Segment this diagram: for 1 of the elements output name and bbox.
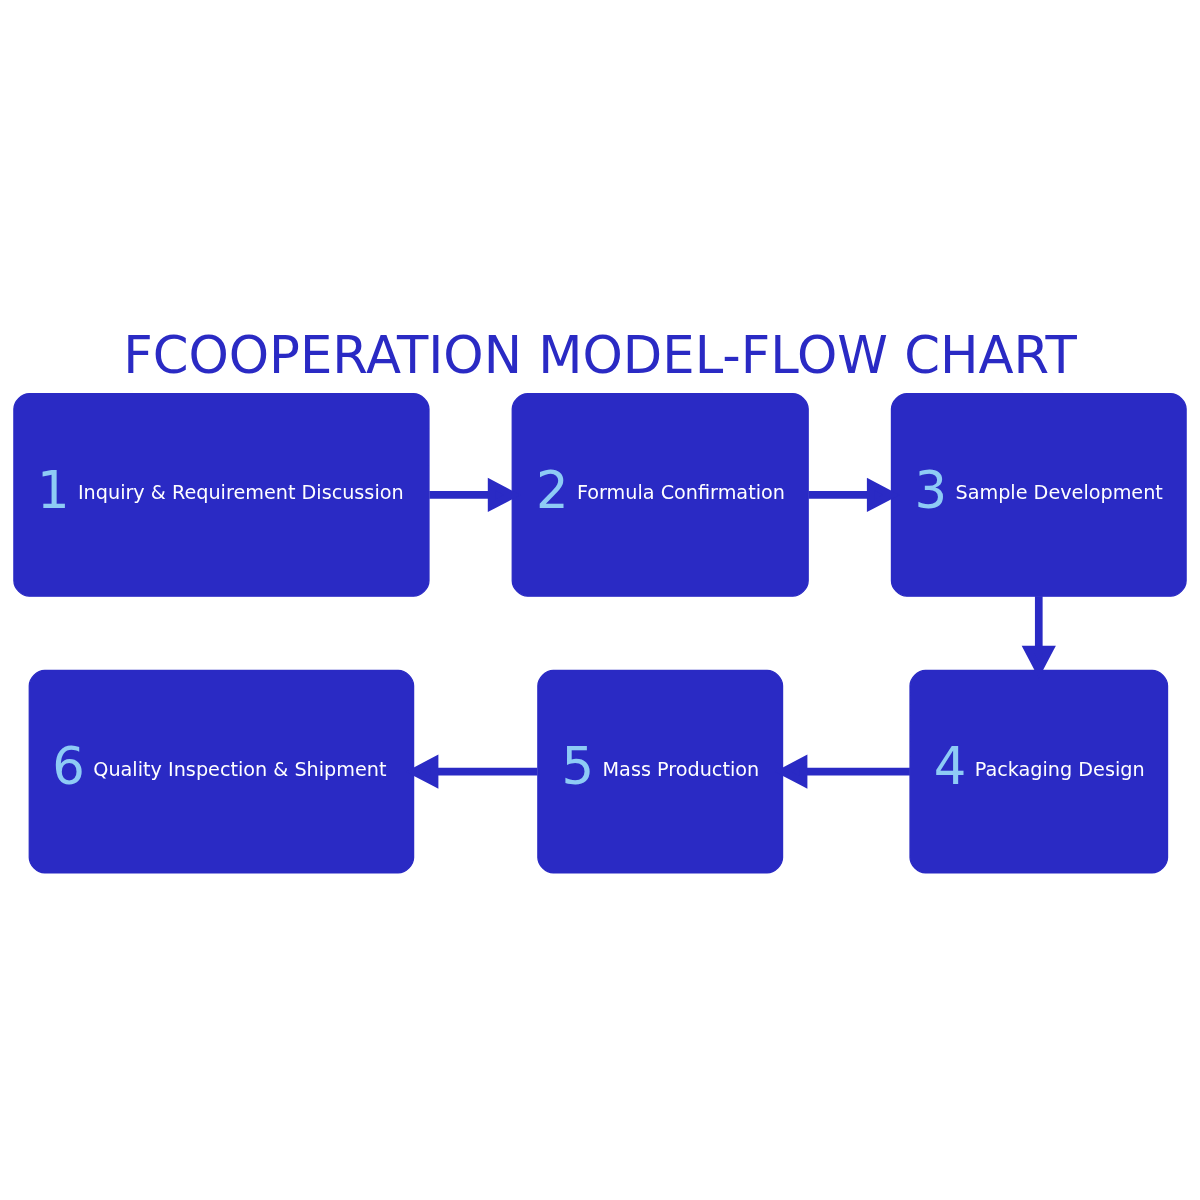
diagram-title: FCOOPERATION MODEL-FLOW CHART (123, 325, 1077, 386)
